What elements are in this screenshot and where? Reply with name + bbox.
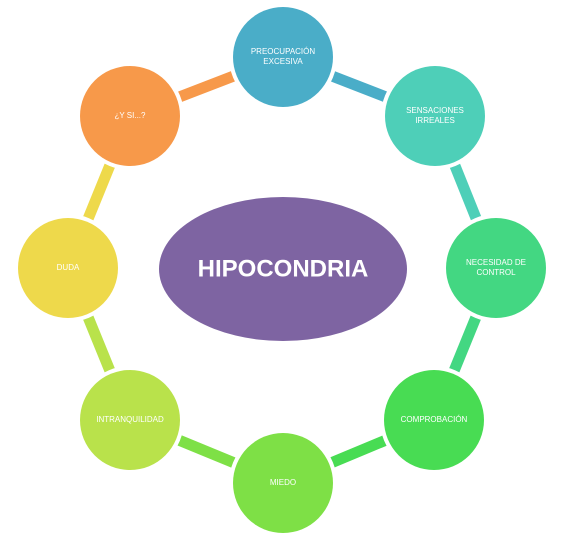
node-circle <box>18 218 118 318</box>
center-ellipse <box>159 197 407 341</box>
node-label: NECESIDAD DE <box>466 258 526 267</box>
node-label: SENSACIONES <box>406 106 464 115</box>
node-label: DUDA <box>57 263 80 272</box>
node-duda: DUDA <box>14 214 122 322</box>
node-label: CONTROL <box>476 268 516 277</box>
node-label: COMPROBACIÓN <box>401 415 468 424</box>
node-label: ¿Y SI...? <box>115 111 147 120</box>
node-circle <box>80 66 180 166</box>
center-label: HIPOCONDRIA <box>198 255 369 282</box>
node-label: PREOCUPACIÓN <box>251 47 316 56</box>
node-circle <box>80 370 180 470</box>
node-label: EXCESIVA <box>263 57 303 66</box>
node-circle <box>446 218 546 318</box>
node-comprobacion: COMPROBACIÓN <box>380 366 488 474</box>
node-circle <box>233 433 333 533</box>
node-circle <box>384 370 484 470</box>
node-ysi: ¿Y SI...? <box>76 62 184 170</box>
node-circle <box>233 7 333 107</box>
node-label: MIEDO <box>270 478 296 487</box>
node-miedo: MIEDO <box>229 429 337 537</box>
node-intranquilidad: INTRANQUILIDAD <box>76 366 184 474</box>
node-label: IRREALES <box>415 116 455 125</box>
node-label: INTRANQUILIDAD <box>96 415 164 424</box>
center-ellipse-group: HIPOCONDRIA <box>159 197 407 341</box>
node-circle <box>385 66 485 166</box>
